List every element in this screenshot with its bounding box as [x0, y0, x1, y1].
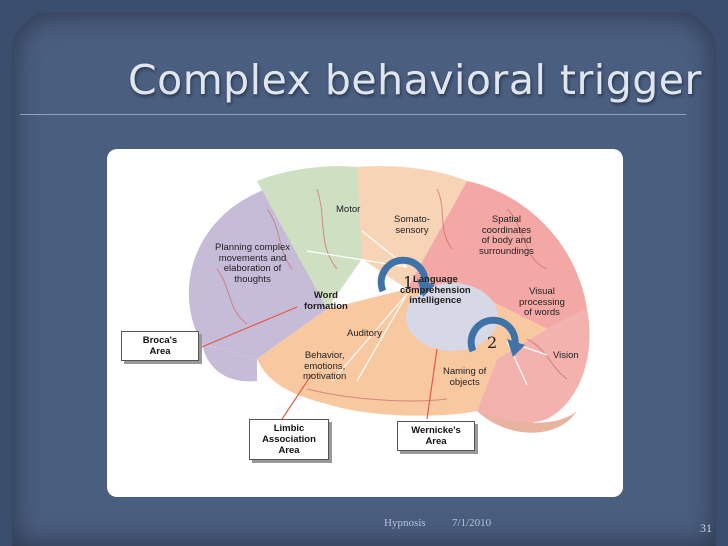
label-word-formation: Word formation [304, 290, 348, 312]
step-arrow-1-head [417, 279, 435, 297]
label-planning: Planning complex movements and elaborati… [215, 242, 290, 285]
label-somatosensory: Somato- sensory [394, 214, 430, 236]
step-arrow-2-head [507, 339, 525, 357]
callout-pointers [196, 306, 438, 420]
page-number: 31 [700, 521, 712, 535]
brain-illustration [188, 166, 590, 433]
label-auditory: Auditory [347, 328, 382, 339]
brain-diagram: Motor Somato- sensory Spatial coordinate… [107, 149, 623, 497]
label-motor: Motor [336, 204, 361, 215]
frontal-lower [202, 344, 257, 382]
step-number-1: 1 [403, 273, 414, 292]
callout-wernicke: Wernicke's Area [397, 421, 475, 451]
footer-topic: Hypnosis [384, 517, 426, 529]
label-language: Language comprehension intelligence [400, 274, 471, 306]
cerebellum [477, 411, 577, 433]
label-visual-processing: Visual processing of words [519, 286, 565, 318]
step-arrow-2 [467, 316, 519, 353]
callout-broca: Broca's Area [121, 331, 199, 361]
label-behavior: Behavior, emotions, motivation [303, 350, 347, 382]
title-divider [20, 114, 686, 115]
label-vision: Vision [553, 350, 579, 361]
step-arrow-1 [377, 256, 429, 293]
motor-cortex [257, 166, 387, 309]
brain-sulci [216, 188, 568, 402]
step-number-2: 2 [487, 333, 498, 352]
footer-date: 7/1/2010 [452, 517, 492, 529]
label-naming: Naming of objects [443, 366, 487, 388]
label-spatial: Spatial coordinates of body and surround… [479, 214, 534, 257]
occipital-lobe [477, 309, 590, 424]
callout-limbic: Limbic Association Area [249, 419, 329, 460]
slide-title: Complex behavioral trigger [128, 56, 702, 104]
